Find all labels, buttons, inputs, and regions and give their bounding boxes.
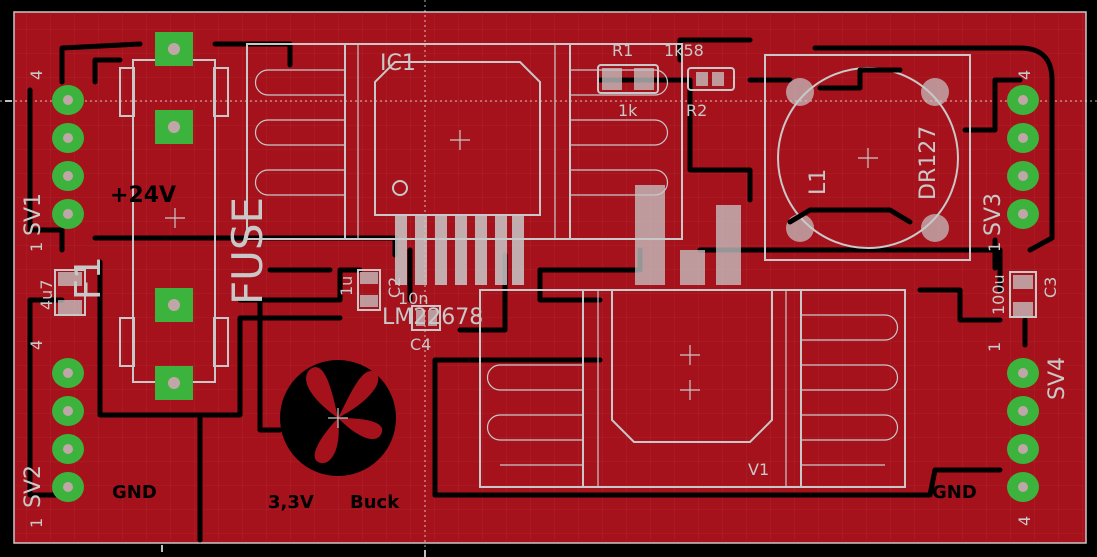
output-voltage-label: 3,3V bbox=[268, 492, 314, 513]
dr127-label: DR127 bbox=[916, 126, 941, 200]
r1-value: 1k58 bbox=[664, 41, 704, 60]
logo-fan-icon bbox=[280, 360, 396, 476]
sv3-pin-top: 4 bbox=[1015, 70, 1034, 80]
capacitor-c1[interactable]: 4u7 bbox=[37, 269, 86, 316]
c3-label: C3 bbox=[1041, 277, 1060, 298]
sv2-pin-bottom: 1 bbox=[27, 518, 46, 528]
c3-value: 100u bbox=[989, 274, 1008, 315]
sv1-pin-top: 4 bbox=[27, 70, 46, 80]
lm22678-label: LM22678 bbox=[382, 305, 483, 330]
ic1-footprint[interactable]: IC1 bbox=[246, 43, 683, 285]
header-sv2[interactable]: 4 1 SV2 bbox=[21, 340, 84, 528]
header-sv3[interactable]: 4 1 SV3 bbox=[981, 70, 1039, 252]
c4-label: C4 bbox=[410, 335, 431, 354]
sv3-pin-bottom: 1 bbox=[985, 242, 1004, 252]
capacitor-c3[interactable]: 100u C3 bbox=[989, 271, 1060, 318]
fuse-label: FUSE bbox=[223, 197, 272, 305]
sv4-pin-top: 1 bbox=[985, 342, 1004, 352]
regulator-v1[interactable]: V1 bbox=[479, 289, 906, 488]
sv2-pin-top: 4 bbox=[27, 340, 46, 350]
bottom-labels: GND 3,3V Buck GND bbox=[112, 482, 977, 513]
c4-value: 10n bbox=[398, 289, 429, 308]
resistor-r1[interactable]: R1 1k58 1k bbox=[597, 41, 704, 120]
sv1-label: SV1 bbox=[21, 193, 46, 236]
sv1-pin-bottom: 1 bbox=[27, 242, 46, 252]
sv3-label: SV3 bbox=[981, 193, 1006, 236]
sv2-label: SV2 bbox=[21, 465, 46, 508]
input-voltage-label: +24V bbox=[110, 183, 176, 208]
buck-label: Buck bbox=[350, 492, 400, 513]
v1-label: V1 bbox=[748, 460, 769, 479]
r1-label: R1 bbox=[612, 41, 633, 60]
inductor-l1[interactable]: L1 DR127 bbox=[764, 54, 971, 261]
r1-bottom-label: 1k bbox=[618, 101, 638, 120]
sv4-pin-bottom: 4 bbox=[1015, 516, 1034, 526]
gnd-right-label: GND bbox=[932, 482, 977, 503]
capacitor-c2[interactable]: 1u C2 bbox=[337, 269, 404, 311]
c1-value: 4u7 bbox=[37, 280, 56, 311]
gnd-left-label: GND bbox=[112, 482, 157, 503]
resistor-r2[interactable]: R2 bbox=[686, 67, 735, 120]
l1-label: L1 bbox=[806, 169, 831, 195]
center-smd-pads bbox=[635, 185, 741, 285]
c2-value: 1u bbox=[337, 276, 356, 296]
ic1-label: IC1 bbox=[380, 51, 416, 76]
edge-markers bbox=[5, 100, 426, 557]
c2-label: C2 bbox=[385, 277, 404, 298]
sv4-label: SV4 bbox=[1045, 357, 1070, 400]
header-sv4[interactable]: 1 4 SV4 bbox=[985, 342, 1070, 526]
header-sv1[interactable]: 4 1 SV1 bbox=[21, 70, 84, 252]
fuse-f1[interactable]: FUSE F1 +24V bbox=[68, 32, 272, 400]
capacitor-c4[interactable]: 10n C4 LM22678 bbox=[382, 289, 483, 354]
r2-label: R2 bbox=[686, 101, 707, 120]
